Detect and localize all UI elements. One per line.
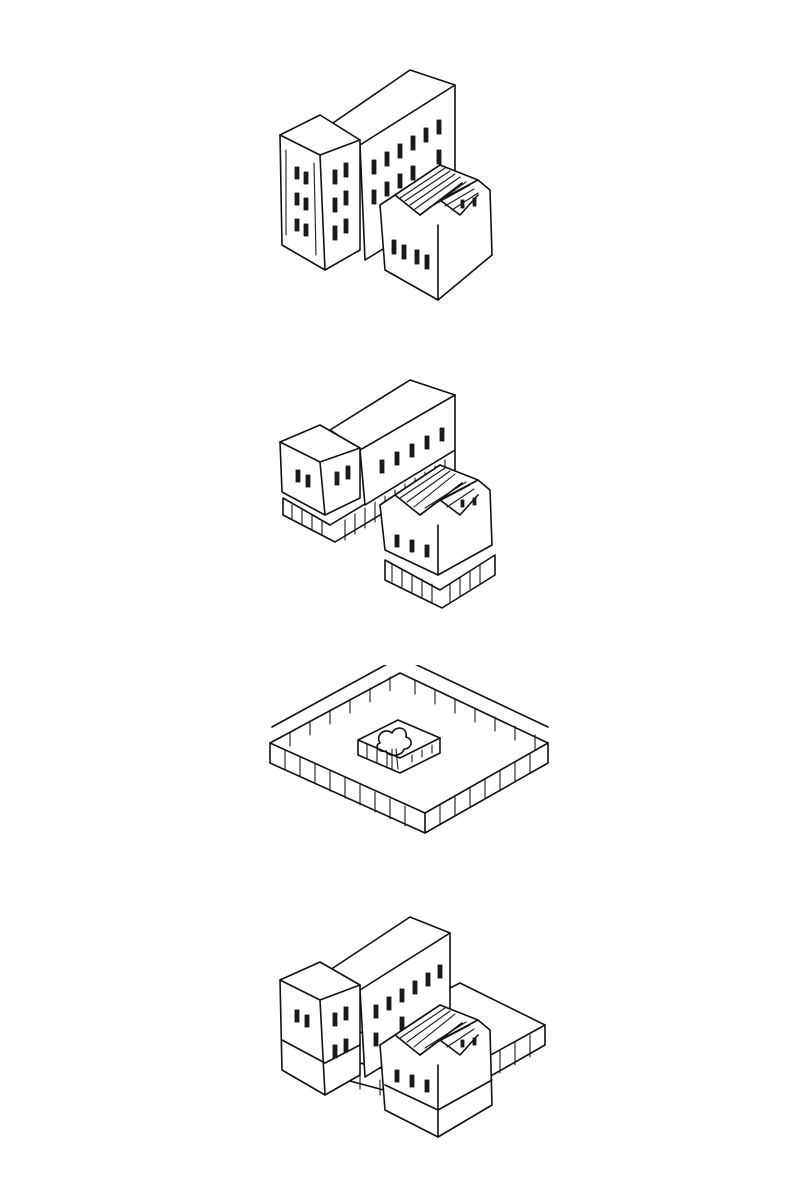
- left-tower-windows: [294, 162, 349, 241]
- paper-speck: [268, 308, 270, 310]
- panel-walled-site-with-courtyard-tree: [0, 665, 800, 865]
- left-tower: [279, 114, 361, 271]
- left-tower: [279, 961, 361, 1096]
- paper-speck: [544, 898, 546, 900]
- paper-speck: [534, 801, 536, 803]
- long-building-windows: [371, 119, 442, 205]
- left-tower: [279, 424, 361, 516]
- gabled-building-windows: [391, 197, 477, 270]
- panel-combined-buildings-and-site: [0, 905, 800, 1155]
- panel-buildings-lifted-with-ground-colonnade: [0, 370, 800, 620]
- roof-hatching: [399, 167, 479, 212]
- perimeter-wall: [269, 665, 549, 834]
- ground-colonnade-right: [384, 554, 496, 609]
- gabled-building: [379, 1004, 493, 1138]
- panel-existing-buildings: [0, 55, 800, 315]
- courtyard-tree: [376, 727, 412, 770]
- gabled-building: [379, 464, 493, 576]
- gabled-building: [379, 164, 493, 301]
